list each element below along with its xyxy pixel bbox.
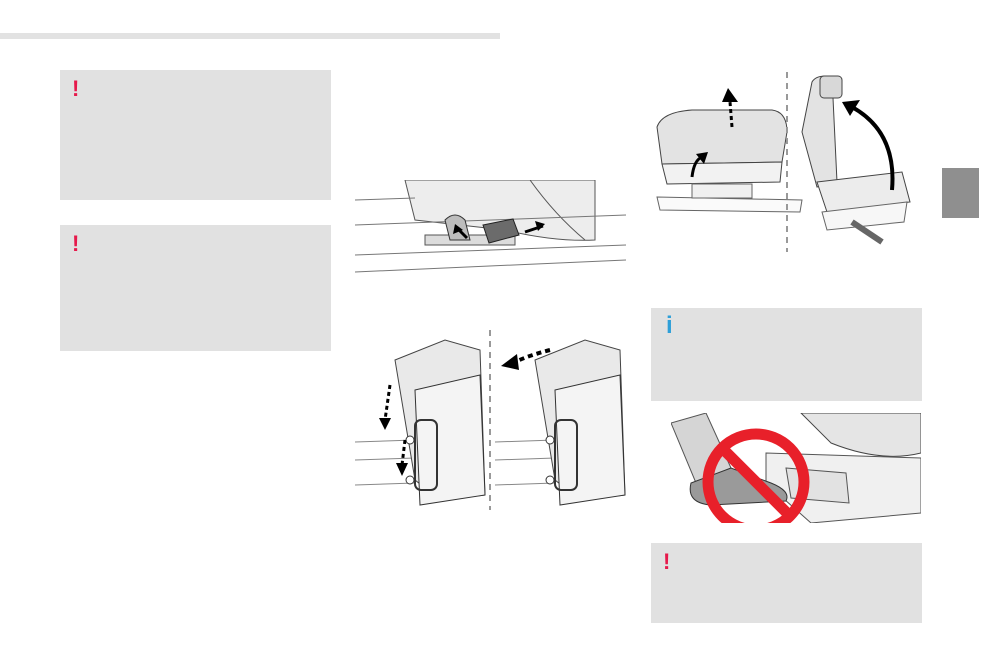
prohibition-illustration <box>671 413 921 523</box>
prohibition-icon <box>702 428 810 523</box>
seat-rail-latch-illustration <box>355 180 626 276</box>
exclamation-icon: ! <box>72 76 80 101</box>
info-icon: i <box>666 312 673 339</box>
exclamation-icon: ! <box>663 549 671 574</box>
seat-tumble-illustration <box>652 72 922 252</box>
exclamation-icon: ! <box>72 231 80 256</box>
info-box: i <box>651 308 922 401</box>
warning-box-3: ! <box>651 543 922 623</box>
seat-fold-illustration <box>355 330 626 510</box>
warning-box-1: ! <box>60 70 331 200</box>
header-rule <box>0 33 500 39</box>
chapter-tab[interactable] <box>942 168 979 218</box>
warning-box-2: ! <box>60 225 331 351</box>
